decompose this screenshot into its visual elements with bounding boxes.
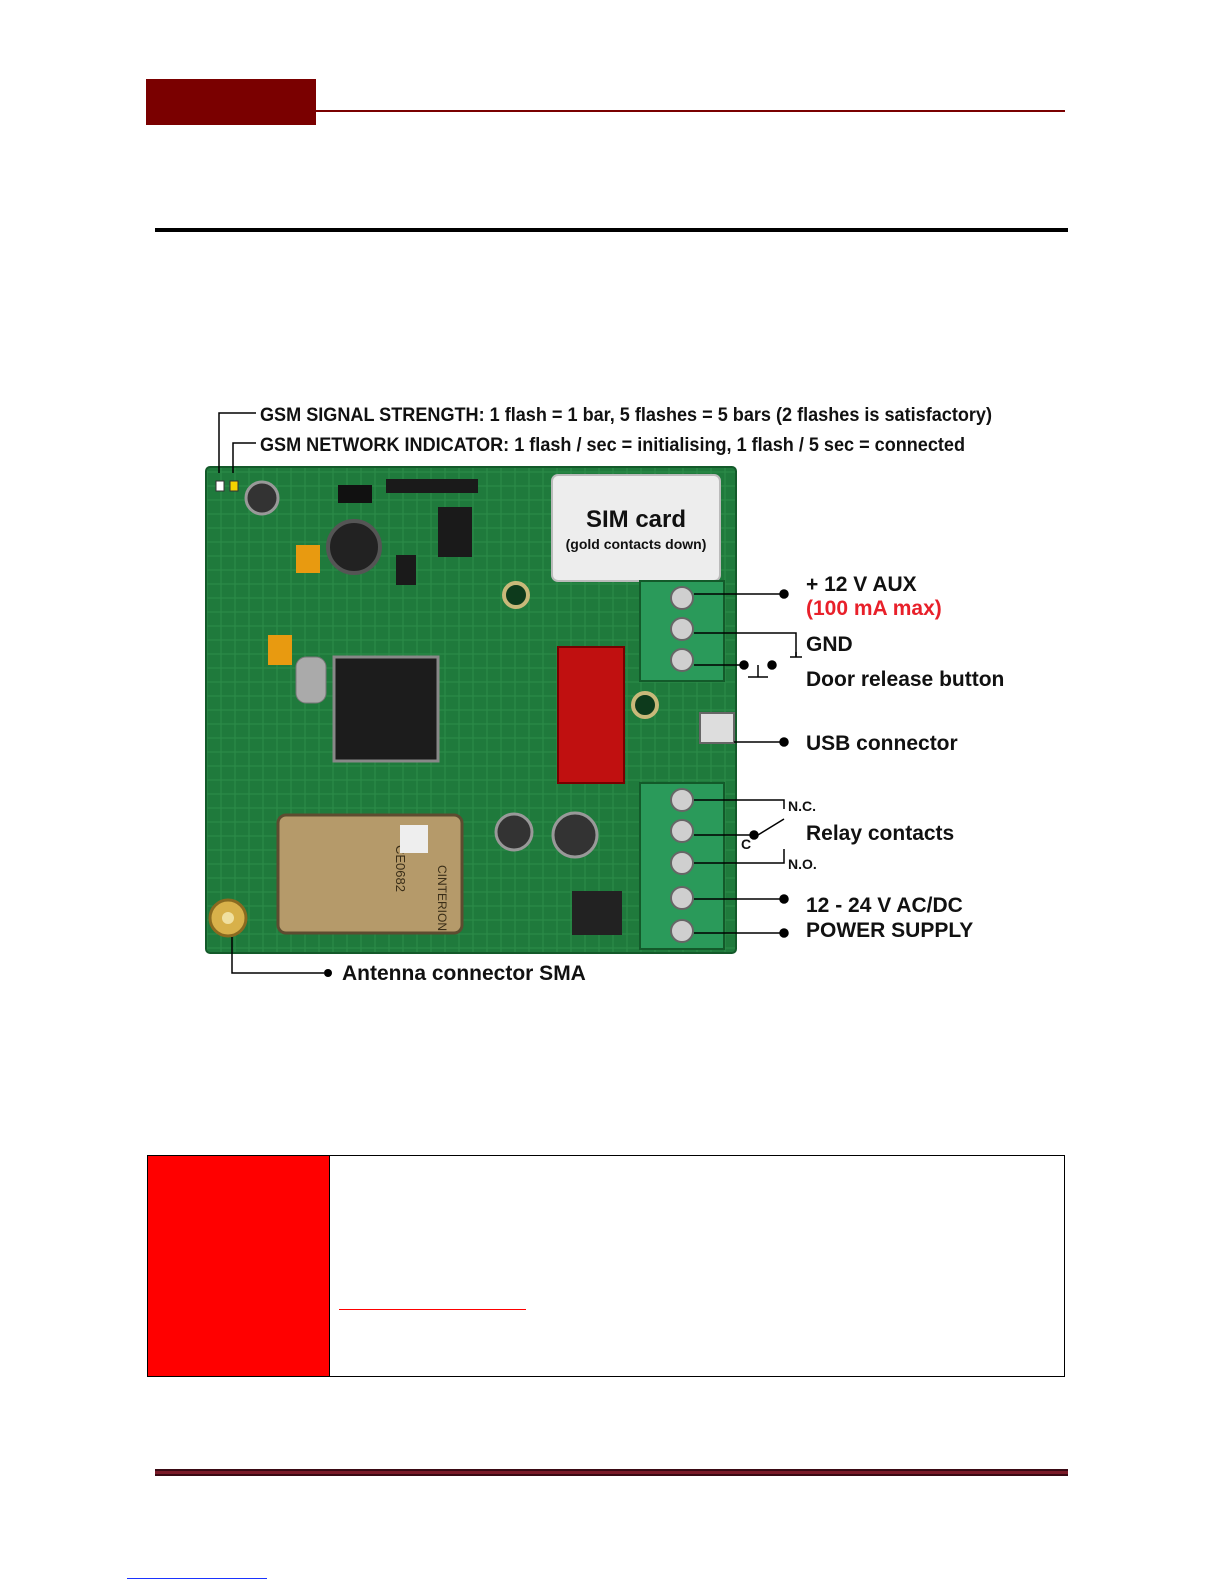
power-supply-label: POWER SUPPLY (806, 919, 973, 942)
diode (396, 555, 416, 585)
door-release-label: Door release button (806, 668, 1004, 691)
terminal-block-bottom (639, 782, 725, 950)
aux-max-label: (100 mA max) (806, 597, 942, 620)
c-label: C (741, 836, 751, 852)
capacitor (244, 480, 280, 516)
nc-label: N.C. (788, 798, 816, 814)
footer-rule (155, 1469, 1068, 1476)
screw-terminal (670, 919, 694, 943)
screw-terminal (670, 788, 694, 812)
power-voltage-label: 12 - 24 V AC/DC (806, 894, 963, 917)
screw-terminal (670, 648, 694, 672)
header-block (146, 79, 316, 125)
module-brand: CINTERION (435, 865, 449, 931)
capacitor (551, 811, 599, 859)
mounting-hole (631, 691, 659, 719)
capacitor (494, 812, 534, 852)
antenna-label: Antenna connector SMA (342, 962, 586, 985)
antenna-leader-line (231, 937, 324, 974)
inductor (326, 519, 382, 575)
usb-label: USB connector (806, 732, 958, 755)
relay (557, 646, 625, 784)
gsm-signal-label: GSM SIGNAL STRENGTH: 1 flash = 1 bar, 5 … (260, 405, 992, 426)
warning-side-panel (148, 1156, 330, 1376)
no-label: N.O. (788, 856, 817, 872)
section-rule (155, 228, 1068, 232)
relay-label: Relay contacts (806, 822, 954, 845)
mounting-hole (502, 581, 530, 609)
right-leader-lines (694, 589, 802, 938)
aux-label: + 12 V AUX (806, 573, 917, 596)
module-qr (400, 825, 428, 853)
gsm-network-label: GSM NETWORK INDICATOR: 1 flash / sec = i… (260, 435, 965, 456)
sim-card-title: SIM card (586, 506, 686, 533)
header-line (316, 110, 1065, 112)
usb-connector-icon (699, 712, 735, 744)
sim-card-slot: SIM card (gold contacts down) (551, 474, 721, 582)
network-led (229, 480, 239, 492)
sim-card-note: (gold contacts down) (566, 536, 707, 552)
terminal-block-top (639, 580, 725, 682)
board-diagram: CINTERION CE0682 SIM card (gold contacts… (205, 405, 1004, 985)
screw-terminal (670, 586, 694, 610)
crystal (295, 656, 327, 704)
gnd-label: GND (806, 633, 853, 656)
screw-terminal (670, 851, 694, 875)
diode (338, 485, 372, 503)
tantalum-capacitor (296, 545, 320, 573)
bridge-rectifier (572, 891, 622, 935)
tantalum-capacitor (268, 635, 292, 665)
warning-link-underline[interactable] (339, 1309, 526, 1310)
processor-chip (332, 655, 440, 763)
footer-link-underline[interactable] (127, 1578, 267, 1579)
gsm-module: CINTERION CE0682 (276, 813, 464, 935)
module-ce-mark: CE0682 (393, 845, 408, 892)
screw-terminal (670, 819, 694, 843)
regulator-chip (438, 507, 472, 557)
screw-terminal (670, 617, 694, 641)
led-leader-lines (218, 412, 256, 473)
pin-header (386, 479, 478, 493)
signal-led (215, 480, 225, 492)
warning-box (147, 1155, 1065, 1377)
screw-terminal (670, 886, 694, 910)
